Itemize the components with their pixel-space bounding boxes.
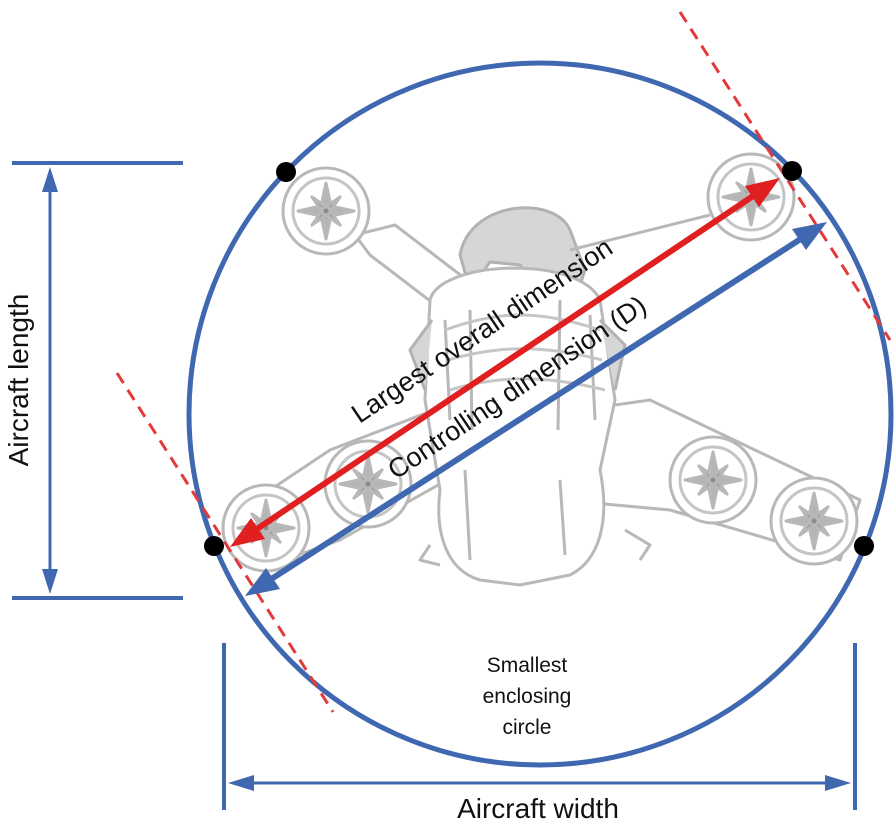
circle-label-line-1: Smallest	[487, 654, 568, 677]
contact-point	[204, 536, 224, 556]
contact-point	[854, 536, 874, 556]
controlling-dimension-arrow	[245, 222, 827, 596]
circle-label-line-3: circle	[502, 716, 551, 739]
tangent-line-left	[115, 372, 335, 713]
circle-label-line-2: enclosing	[483, 685, 572, 708]
width-label: Aircraft width	[457, 793, 619, 824]
aircraft-drawing	[221, 152, 862, 587]
largest-dimension-arrow	[230, 178, 780, 547]
width-dimension	[222, 643, 857, 810]
length-dimension	[12, 161, 183, 600]
enclosing-circle	[186, 60, 894, 768]
tangent-line-right	[678, 11, 892, 341]
contact-point	[782, 161, 802, 181]
length-label: Aircraft length	[3, 294, 34, 467]
contact-point	[276, 162, 296, 182]
